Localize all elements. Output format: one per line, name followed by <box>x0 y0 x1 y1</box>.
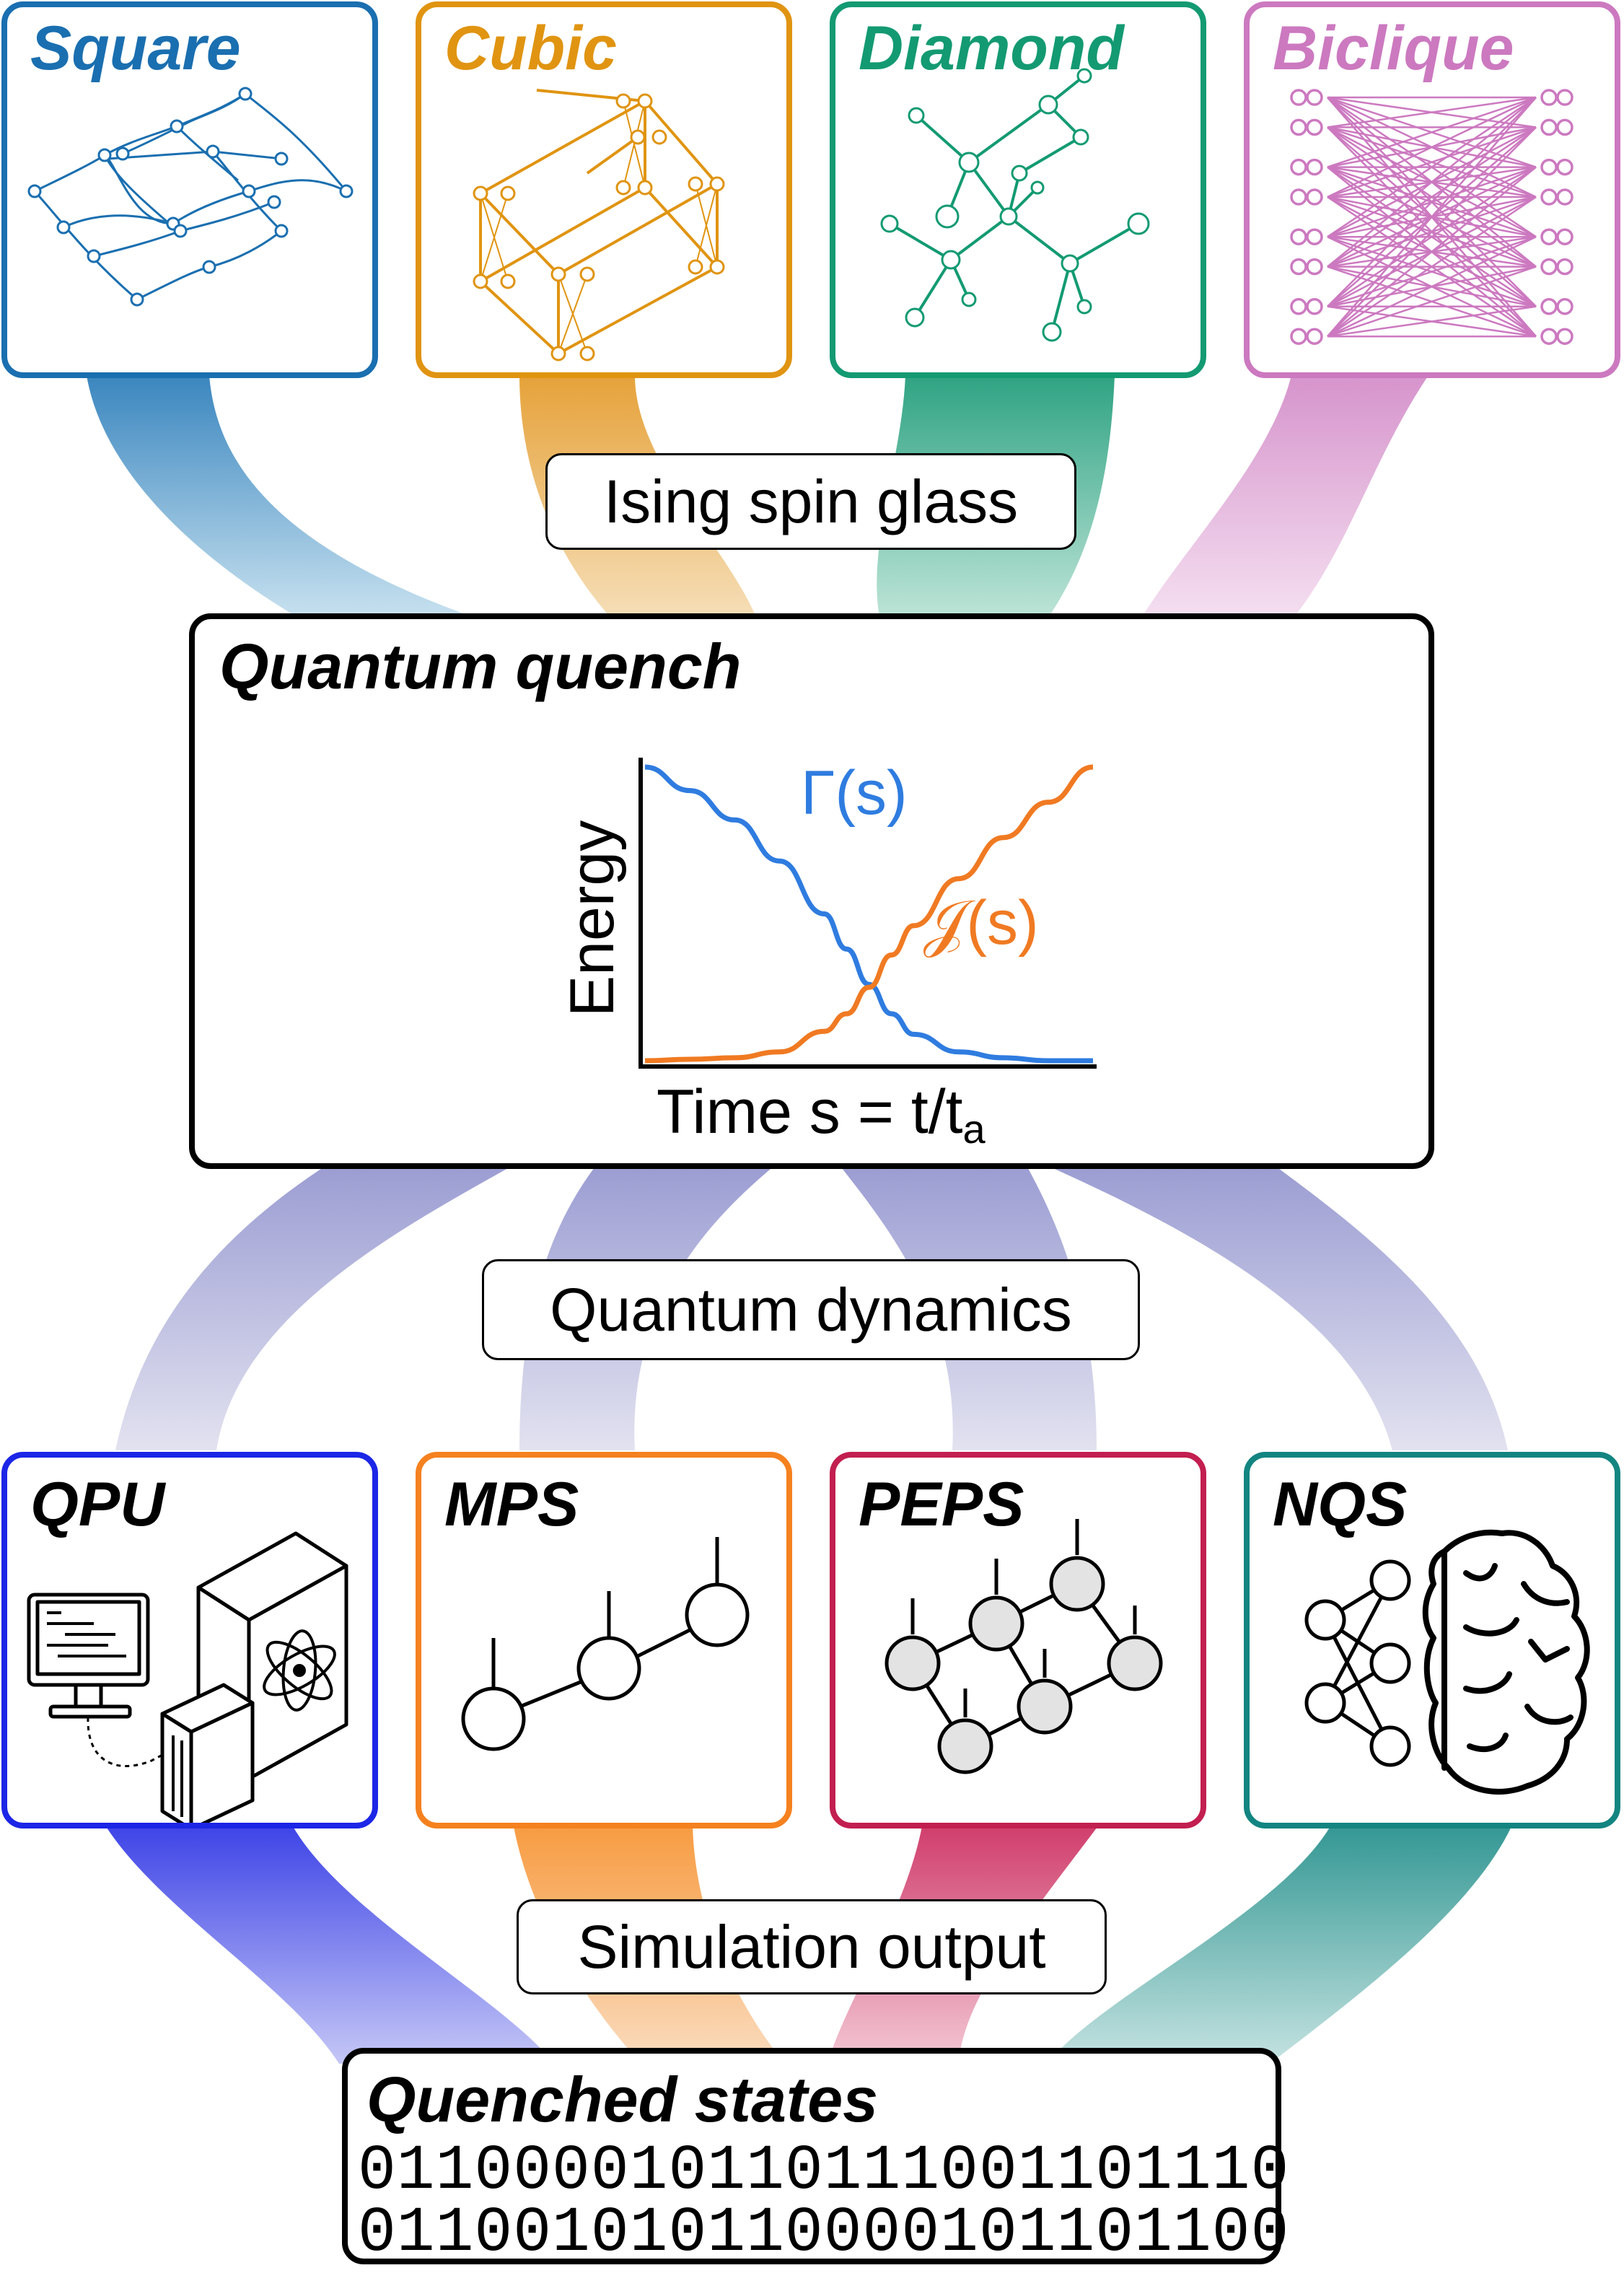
bitstring-row-1: 011000010110111001101110 <box>358 2136 1290 2207</box>
biclique-graph-icon <box>1290 89 1573 345</box>
biclique-node <box>1290 298 1307 315</box>
matrix-product-state-icon <box>461 1537 750 1751</box>
biclique-edge <box>1327 126 1537 198</box>
gamma-label: Γ(s) <box>801 758 908 828</box>
quenched-states-title: Quenched states <box>367 2064 879 2135</box>
biclique-edge <box>1327 196 1537 338</box>
biclique-edge <box>1327 305 1537 338</box>
lattice-box-biclique: Biclique <box>1244 1 1620 378</box>
biclique-node <box>1306 328 1323 345</box>
flow-dyn-1 <box>115 1162 519 1450</box>
biclique-node <box>1540 328 1558 345</box>
quantum-computer-icon <box>27 1531 348 1823</box>
method-box-peps: PEPS <box>830 1452 1206 1829</box>
biclique-node <box>1540 158 1558 176</box>
biclique-node <box>1290 228 1307 245</box>
lattice-title-diamond: Diamond <box>859 14 1124 83</box>
quenched-states-box: Quenched states 011000010110111001101110… <box>342 2048 1289 2266</box>
biclique-node <box>1290 258 1307 276</box>
biclique-node <box>1540 258 1558 276</box>
flow-dyn-4 <box>1039 1162 1508 1450</box>
biclique-node <box>1306 158 1323 176</box>
method-title-peps: PEPS <box>859 1470 1024 1539</box>
biclique-edge <box>1327 266 1537 338</box>
lattice-title-cubic: Cubic <box>444 14 617 83</box>
biclique-node <box>1306 118 1323 136</box>
biclique-edge <box>1327 166 1537 338</box>
method-box-nqs: NQS <box>1244 1452 1620 1829</box>
biclique-node <box>1540 188 1558 206</box>
biclique-node <box>1556 89 1573 106</box>
quantum-dynamics-label: Quantum dynamics <box>482 1259 1140 1360</box>
diamond-lattice-icon <box>880 68 1150 342</box>
lattice-title-square: Square <box>30 14 241 83</box>
flow-square <box>87 375 483 621</box>
flow-nqs <box>1053 1818 1515 2064</box>
biclique-edge <box>1327 236 1537 307</box>
biclique-node <box>1540 228 1558 245</box>
biclique-edge <box>1327 96 1537 128</box>
method-title-qpu: QPU <box>30 1470 165 1539</box>
biclique-node <box>1556 328 1573 345</box>
energy-schedule-chart: Energy Time s = t/ta Γ(s) 𝒥(s) <box>558 758 1097 1152</box>
biclique-node <box>1290 158 1307 176</box>
series-j-line <box>644 764 1094 1064</box>
lattice-title-biclique: Biclique <box>1273 14 1514 83</box>
biclique-node <box>1290 89 1307 106</box>
biclique-node <box>1556 258 1573 276</box>
quench-title: Quantum quench <box>219 631 742 702</box>
cubic-lattice-icon <box>473 89 725 362</box>
peps-network-icon <box>885 1519 1163 1774</box>
lattice-box-square: Square <box>1 1 378 378</box>
j-label: 𝒥(s) <box>923 888 1039 958</box>
biclique-node <box>1540 89 1558 106</box>
bitstring-row-2: 011001010110000101101100 <box>358 2198 1290 2269</box>
biclique-node <box>1306 228 1323 245</box>
biclique-node <box>1290 328 1307 345</box>
y-axis-label: Energy <box>558 820 627 1017</box>
method-title-nqs: NQS <box>1273 1470 1408 1539</box>
flow-biclique <box>1140 375 1428 621</box>
biclique-node <box>1306 89 1323 106</box>
quantum-quench-box: Quantum quench Energy Time s = t/ta Γ(s)… <box>189 613 1434 1169</box>
method-box-mps: MPS <box>416 1452 792 1829</box>
biclique-node <box>1306 258 1323 276</box>
lattice-box-diamond: Diamond <box>830 1 1206 378</box>
biclique-node <box>1540 118 1558 136</box>
method-title-mps: MPS <box>444 1470 579 1539</box>
biclique-node <box>1556 228 1573 245</box>
square-lattice-icon <box>27 87 354 307</box>
biclique-node <box>1556 188 1573 206</box>
biclique-node <box>1556 118 1573 136</box>
series-gamma-line <box>644 764 1093 1064</box>
ising-spin-glass-label: Ising spin glass <box>545 453 1076 550</box>
x-axis-label: Time s = t/ta <box>657 1077 986 1152</box>
biclique-edge <box>1327 96 1537 238</box>
biclique-edge <box>1327 97 1537 307</box>
biclique-edge <box>1327 126 1537 268</box>
biclique-node <box>1556 298 1573 315</box>
biclique-node <box>1290 188 1307 206</box>
biclique-edge <box>1327 96 1537 198</box>
biclique-node <box>1306 188 1323 206</box>
biclique-edge <box>1327 126 1537 338</box>
biclique-node <box>1540 298 1558 315</box>
method-box-qpu: QPU <box>1 1452 378 1829</box>
neural-network-brain-icon <box>1304 1529 1590 1795</box>
biclique-edge <box>1327 236 1537 338</box>
biclique-node <box>1306 298 1323 315</box>
biclique-edge <box>1327 97 1537 338</box>
lattice-box-cubic: Cubic <box>416 1 792 378</box>
biclique-edge <box>1327 96 1537 168</box>
flow-qpu <box>101 1818 548 2064</box>
biclique-node <box>1290 118 1307 136</box>
biclique-edge <box>1327 166 1537 307</box>
biclique-node <box>1556 158 1573 176</box>
simulation-output-label: Simulation output <box>517 1899 1107 1994</box>
biclique-edge <box>1327 97 1537 268</box>
